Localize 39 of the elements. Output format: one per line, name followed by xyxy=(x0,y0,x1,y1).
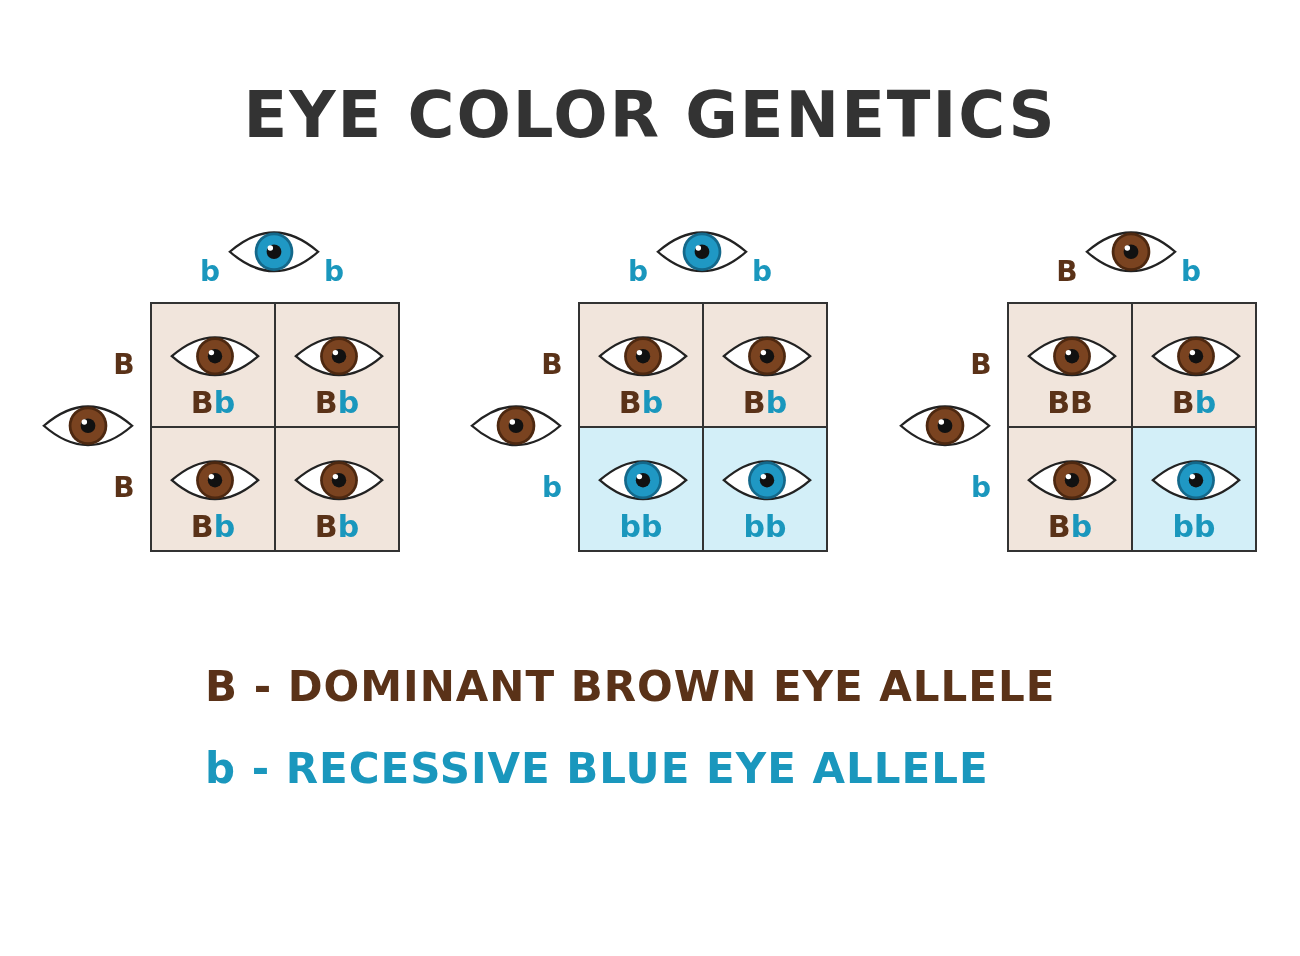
genotype-text: Bb xyxy=(1046,510,1094,544)
legend-text: B - DOMINANT BROWN EYE ALLELE xyxy=(205,661,1056,713)
genotype-text: Bb xyxy=(189,510,237,544)
genotype-text: Bb xyxy=(189,386,237,420)
genotype-text: bb xyxy=(618,510,664,544)
allele-letter: b xyxy=(324,256,344,288)
allele-letter: b xyxy=(542,472,562,504)
genotype-text: Bb xyxy=(1170,386,1218,420)
allele-letter: b xyxy=(1181,256,1201,288)
punnett-cell xyxy=(702,426,828,552)
genotype-text: Bb xyxy=(617,386,665,420)
allele-letter: B xyxy=(541,349,563,381)
allele-letter: b xyxy=(971,472,991,504)
punnett-cell xyxy=(150,426,276,552)
punnett-cell xyxy=(150,302,276,428)
genotype-text: Bb xyxy=(741,386,789,420)
genotype-text: BB xyxy=(1046,386,1094,420)
allele-letter: B xyxy=(113,349,135,381)
punnett-cell xyxy=(578,302,704,428)
genotype-text: bb xyxy=(742,510,788,544)
punnett-cell xyxy=(1131,426,1257,552)
genotype-text: Bb xyxy=(313,386,361,420)
allele-letter: b xyxy=(752,256,772,288)
punnett-cell xyxy=(578,426,704,552)
genotype-text: Bb xyxy=(313,510,361,544)
genotype-text: bb xyxy=(1171,510,1217,544)
punnett-cell xyxy=(274,302,400,428)
allele-letter: B xyxy=(113,472,135,504)
legend-text: b - RECESSIVE BLUE EYE ALLELE xyxy=(205,743,989,795)
title: EYE COLOR GENETICS xyxy=(242,78,1058,152)
punnett-cell xyxy=(274,426,400,552)
punnett-cell xyxy=(702,302,828,428)
allele-letter: B xyxy=(970,349,992,381)
allele-letter: b xyxy=(628,256,648,288)
punnett-cell xyxy=(1131,302,1257,428)
allele-letter: B xyxy=(1056,256,1078,288)
allele-letter: b xyxy=(200,256,220,288)
punnett-cell xyxy=(1007,426,1133,552)
punnett-cell xyxy=(1007,302,1133,428)
